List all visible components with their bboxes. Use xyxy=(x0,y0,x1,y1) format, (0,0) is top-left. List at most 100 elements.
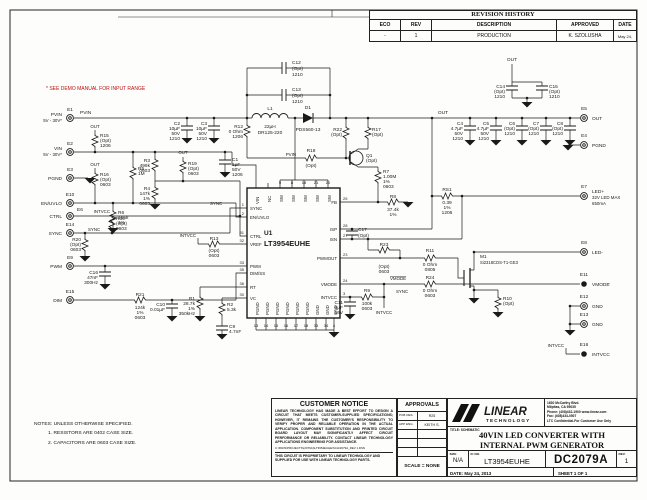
rev-col-approved: APPROVED xyxy=(556,20,613,30)
schematic-label: R5 xyxy=(138,166,144,172)
schematic-label: 33 xyxy=(314,323,319,328)
schematic-label: PVIN xyxy=(51,112,63,118)
brand-technology: TECHNOLOGY xyxy=(486,418,530,423)
schematic-label: VREF xyxy=(250,242,262,247)
schematic-label: EN/UVLO xyxy=(41,201,62,207)
schematic-label: 0603 xyxy=(209,253,220,259)
logo-mark xyxy=(463,403,480,422)
schematic-label: 37.4k xyxy=(387,207,399,213)
schematic-title: 40VIN LED CONVERTER WITH INTERNAL PWM GE… xyxy=(448,431,636,451)
terminal-e4 xyxy=(580,141,588,149)
schematic-label: 1210 xyxy=(478,136,489,142)
schematic-label: R21 xyxy=(136,292,145,298)
schematic-label: E6 xyxy=(77,207,83,213)
schematic-label: PWMOUT xyxy=(317,256,337,261)
schematic-label: (Opt) xyxy=(504,126,515,132)
revision-title: REVISION HISTORY xyxy=(471,11,535,18)
schematic-label: 1206 xyxy=(442,210,453,216)
schematic-label: R20 xyxy=(72,237,81,243)
revision-history-table: REVISION HISTORY ECO REV DESCRIPTION APP… xyxy=(369,10,637,42)
schematic-label: OUT xyxy=(90,162,100,167)
notes-title: NOTES: UNLESS OTHERWISE SPECIFIED. xyxy=(34,422,133,427)
addr-line: Milpitas, CA 95035 xyxy=(547,405,576,410)
schematic-label: D1 xyxy=(305,105,311,111)
rev-label: REV. xyxy=(618,452,626,457)
schematic-label: (Opt) xyxy=(503,301,514,307)
terminal-e11 xyxy=(581,281,587,287)
date-value: May 24, 2013 xyxy=(464,471,492,476)
schematic-label: R23 xyxy=(380,242,389,248)
schematic-label: OUT xyxy=(507,57,517,63)
schematic-label: C3 xyxy=(201,121,207,127)
schematic-label: OUT xyxy=(90,124,100,129)
schematic-label: (Opt) xyxy=(188,166,199,172)
terminal-e1 xyxy=(66,114,74,122)
schematic-label: SYNC xyxy=(250,206,262,211)
junction-dots xyxy=(83,93,572,326)
schematic-label: 17 xyxy=(294,323,299,328)
schematic-label: (Opt) xyxy=(100,138,111,144)
rev-col-rev: REV xyxy=(400,20,431,30)
schematic-label: 1210 xyxy=(169,136,180,142)
schematic-label: E10 xyxy=(66,192,75,198)
schematic-label: R13 xyxy=(210,236,219,242)
schematic-label: (Opt) xyxy=(209,248,220,254)
schematic-label: 16V xyxy=(334,310,343,316)
schematic-label: 9 xyxy=(279,180,282,185)
schematic-label: 35 xyxy=(240,267,245,272)
schematic-label: 15 xyxy=(274,323,279,328)
schematic-label: GND xyxy=(592,322,603,328)
schematic-label: PGND xyxy=(592,143,606,149)
schematic-label: R1 xyxy=(189,296,195,302)
customer-notice-title: CUSTOMER NOTICE xyxy=(299,401,369,408)
schematic-label: SW xyxy=(291,194,296,202)
schematic-label: 13 xyxy=(254,323,259,328)
schematic-label: (Opt) xyxy=(549,89,560,95)
schematic-label: Si2318CDS-T1-GE3 xyxy=(480,260,519,265)
schematic-label: R7 xyxy=(383,169,389,175)
schematic-label: R10 xyxy=(503,296,512,302)
schematic-label: 33 xyxy=(240,260,245,265)
schematic-label: 8 xyxy=(291,180,294,185)
customer-notice: CUSTOMER NOTICE LINEAR TECHNOLOGY HAS MA… xyxy=(271,398,397,477)
schematic-label: R3 xyxy=(144,158,150,164)
schematic-label: E13 xyxy=(580,312,589,318)
schematic-label: 5.3k xyxy=(227,307,237,313)
schematic-label: OUT xyxy=(592,116,602,122)
approvals-scale: SCALE = NONE xyxy=(404,464,440,469)
schematic-label: 100k xyxy=(362,301,373,307)
schematic-label: DIM/SS xyxy=(250,271,265,276)
terminal-e13 xyxy=(580,320,588,328)
schematic-label: 0603 xyxy=(139,168,150,174)
schematic-label: VMODE xyxy=(390,276,406,281)
approvals-empty-value xyxy=(418,439,446,447)
schematic-label: 16 xyxy=(284,323,289,328)
schematic-label: 10µF xyxy=(169,126,180,132)
schematic-label: 0603 xyxy=(425,293,436,299)
notes-block: NOTES: UNLESS OTHERWISE SPECIFIED. 1. RE… xyxy=(34,420,136,448)
schematic-label: 1210 xyxy=(196,136,207,142)
terminal-e10 xyxy=(66,199,74,207)
schematic-label: E11 xyxy=(580,272,589,278)
schematic-label: R9 xyxy=(364,288,370,294)
schematic-label: PGND xyxy=(295,302,300,315)
schematic-label: 1206 xyxy=(100,143,111,149)
schematic-label: 24 xyxy=(343,278,348,283)
schematic-label: ISP xyxy=(330,227,337,232)
schematic-label: INTVCC xyxy=(376,310,392,315)
schematic-label: (Opt) xyxy=(372,132,383,138)
schematic-label: E7 xyxy=(581,184,587,190)
schematic-label: E3 xyxy=(67,167,73,173)
schematic-label: 1% xyxy=(383,179,391,185)
schematic-label: 0603 xyxy=(188,171,199,177)
revision-row: - 1 PRODUCTION K. SZOLUSHA May 24, 2013 xyxy=(370,30,636,41)
approvals-table: APPROVALS PCB DES.R25 APP ENG.KEITH S. S… xyxy=(397,398,447,477)
size-value: N/A xyxy=(452,458,463,465)
schematic-label: 22µH xyxy=(264,124,276,130)
schematic-label: C1 xyxy=(232,157,238,163)
schematic-label: 0603 xyxy=(383,184,394,190)
schematic-label: 34 xyxy=(324,323,329,328)
schematic-label: R24 xyxy=(426,275,435,281)
schematic-label: (Opt) xyxy=(70,242,81,248)
